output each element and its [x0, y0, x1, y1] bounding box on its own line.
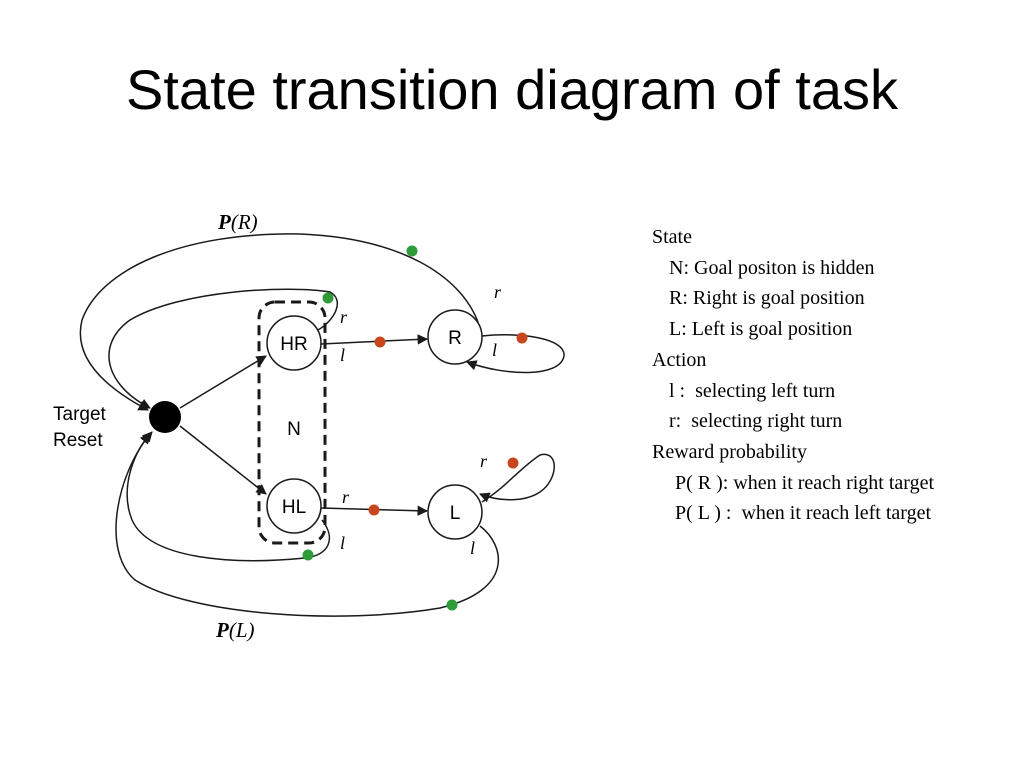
legend-state-r: R: Right is goal position	[669, 287, 865, 310]
legend-action-heading: Action	[652, 348, 707, 371]
target-reset-label-line1: Target	[53, 404, 107, 425]
edge-label-r-hr: r	[340, 307, 348, 327]
edge-r-to-reset	[79, 233, 479, 411]
legend-state-n: N: Goal positon is hidden	[669, 256, 875, 279]
action-dot-r-loop	[516, 332, 528, 344]
edge-label-l-l: l	[470, 538, 475, 558]
legend: State N: Goal positon is hidden R: Right…	[652, 222, 934, 529]
edge-reset-to-hr	[179, 355, 267, 409]
prob-label-pl: P(L)	[215, 618, 255, 642]
hl-label: HL	[282, 497, 306, 518]
legend-state-heading: State	[652, 226, 692, 248]
legend-reward-l: P( L ) : when it reach left target	[675, 502, 932, 525]
edge-hr-to-reset	[108, 288, 339, 409]
prob-pr-func: P	[217, 210, 231, 234]
action-dot-l-loop	[507, 457, 519, 469]
legend-reward-r: P( R ): when it reach right target	[675, 471, 935, 494]
n-label: N	[287, 419, 301, 440]
action-dot-hr-r	[374, 336, 386, 348]
edge-label-l-hr: l	[340, 345, 345, 365]
edge-hr-to-r	[320, 334, 429, 345]
legend-action-l: l : selecting left turn	[669, 379, 836, 402]
edge-hl-to-reset	[126, 433, 331, 562]
prob-pr-arg: (R)	[231, 210, 258, 234]
edge-label-r-hl: r	[342, 487, 350, 507]
target-reset-label-line2: Reset	[53, 430, 103, 451]
edge-label-r-top: r	[494, 282, 502, 302]
reward-dot-r-reset	[406, 245, 418, 257]
state-node-hl: HL	[266, 478, 322, 534]
legend-action-r: r: selecting right turn	[669, 410, 843, 433]
edge-l-to-reset	[115, 431, 499, 617]
prob-label-pr: P(R)	[217, 210, 258, 234]
action-dot-hl-l	[368, 504, 380, 516]
edge-reset-to-hl	[179, 425, 267, 495]
r-label: R	[448, 328, 462, 349]
edge-label-l-r-loop: l	[492, 340, 497, 360]
state-node-l: L	[427, 484, 483, 540]
state-node-r: R	[427, 309, 483, 365]
l-label: L	[450, 503, 461, 524]
slide-title: State transition diagram of task	[126, 58, 898, 121]
prob-pl-arg: (L)	[229, 618, 255, 642]
legend-state-l: L: Left is goal position	[669, 318, 853, 341]
legend-reward-heading: Reward probability	[652, 440, 807, 463]
edge-label-r-l-loop: r	[480, 451, 488, 471]
target-reset-node	[149, 401, 181, 433]
hr-label: HR	[280, 334, 307, 355]
n-group-box	[257, 300, 327, 545]
state-node-hr: HR	[266, 315, 322, 371]
edge-label-l-hl: l	[340, 533, 345, 553]
edge-l-self-loop	[479, 453, 555, 503]
edge-r-self-loop	[466, 334, 565, 374]
reward-dot-hl-reset	[302, 549, 314, 561]
prob-pl-func: P	[215, 618, 229, 642]
reward-dot-l-reset	[446, 599, 458, 611]
reward-dot-hr-reset	[322, 292, 334, 304]
